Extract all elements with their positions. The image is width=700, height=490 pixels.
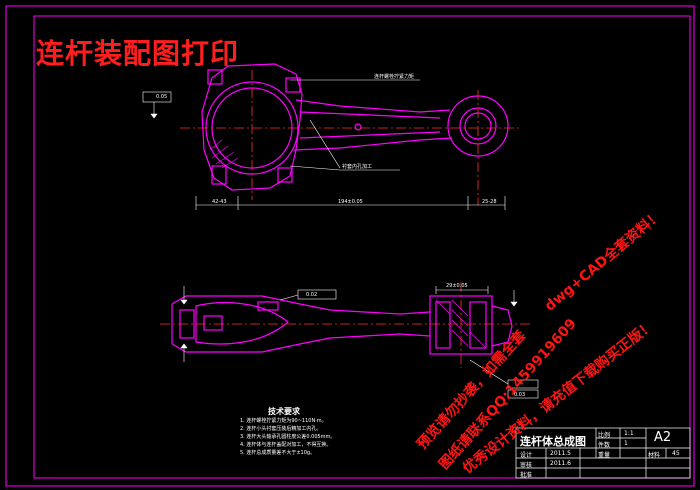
top-leaders [142,79,420,171]
sheet-inner-frame [33,15,691,479]
title-block-material-label: 材料 [648,452,661,459]
tech-note-1: 1. 连杆螺栓拧紧力矩为90~110N·m。 [240,418,327,424]
title-block-qty-value: 1 [624,440,628,447]
title-block-row-approve: 批准 [520,472,533,479]
top-centerlines [180,70,520,205]
title-block-date-2: 2011.6 [550,460,571,467]
dim-section-box1: 0.02 [306,292,318,298]
title-block-extra: 重量 [598,452,611,459]
title-block-scale-label: 比例 [598,432,611,439]
title-block-sheet-size: A2 [654,430,672,445]
title-block-row-design: 设计 [520,452,533,459]
parallelism-box: 0.05 [156,94,168,100]
dim-center: 194±0.05 [338,199,363,205]
dim-section-box2: 0.03 [514,392,526,398]
title-block-grid [515,427,691,479]
title-block-scale-value: 1:1 [624,430,634,437]
rod-front-view [201,63,509,191]
top-dimension-lines [195,196,506,210]
print-banner: 连杆装配图打印 [36,37,240,70]
title-block-date-1: 2011.5 [550,450,571,457]
dim-right: 25-28 [482,199,497,205]
title-block-qty-label: 件数 [598,442,611,449]
tech-note-4: 4. 连杆体与连杆盖配对加工，不得互换。 [240,442,332,448]
tech-notes: 1. 连杆螺栓拧紧力矩为90~110N·m。 2. 连杆小头衬套压装后精加工内孔… [240,417,480,457]
tech-note-5: 5. 连杆总成质量差不大于±10g。 [240,450,316,456]
dim-width-top: 29±0.05 [446,283,468,289]
title-block-name: 连杆体总成图 [520,435,586,448]
big-end-hatching [209,139,239,169]
section-hatching [435,299,487,349]
tech-note-2: 2. 连杆小头衬套压装后精加工内孔。 [240,426,322,432]
sheet-outer-frame [5,5,695,487]
bottom-annotations [180,286,539,399]
title-block-row-review: 审核 [520,462,533,469]
bottom-centerlines [160,282,530,368]
tech-notes-title: 技术要求 [268,407,300,416]
pin-callout-label: 衬套内孔加工 [342,164,373,170]
title-block-material-value: 45 [672,450,680,457]
tech-note-3: 3. 连杆大头轴承孔圆柱度公差0.005mm。 [240,434,336,440]
dim-left: 42-43 [212,199,227,205]
bolt-callout-label: 连杆螺栓拧紧力矩 [374,74,415,80]
rod-side-view [171,295,513,355]
